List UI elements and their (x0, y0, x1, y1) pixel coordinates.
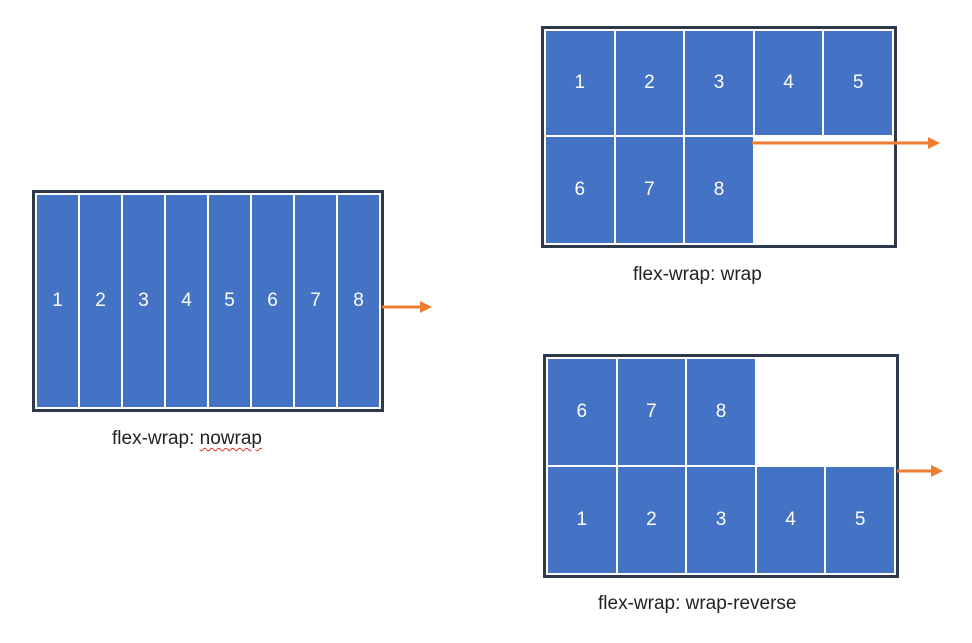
wrap-caption: flex-wrap: wrap (633, 264, 762, 285)
flex-item-nowrap-8: 8 (337, 194, 380, 408)
flex-item-nowrap-3: 3 (122, 194, 165, 408)
flex-item-wrap-row1-1: 1 (545, 30, 615, 136)
flex-item-wrap-reverse-bottom-1: 1 (547, 466, 617, 574)
flex-item-wrap-row2-8: 8 (684, 136, 754, 244)
flex-item-wrap-row1-2: 2 (614, 30, 685, 136)
nowrap-caption: flex-wrap: nowrap (112, 428, 262, 450)
wrap-reverse-overflow-arrow (897, 465, 943, 477)
flex-item-nowrap-2: 2 (79, 194, 122, 408)
flex-item-wrap-row1-3: 3 (684, 30, 754, 136)
nowrap-overflow-arrow (382, 301, 432, 313)
flex-item-wrap-row2-6: 6 (545, 136, 615, 244)
flex-item-wrap-reverse-bottom-5: 5 (825, 466, 895, 574)
nowrap-caption-value: nowrap (199, 428, 262, 449)
flex-item-wrap-row2-7: 7 (614, 136, 685, 244)
flex-item-wrap-reverse-top-8: 8 (686, 358, 756, 466)
nowrap-caption-prefix: flex-wrap: (112, 428, 200, 449)
flex-item-wrap-reverse-bottom-3: 3 (686, 466, 756, 574)
flex-item-nowrap-6: 6 (251, 194, 294, 408)
flex-item-wrap-reverse-bottom-4: 4 (755, 466, 826, 574)
flex-item-nowrap-1: 1 (36, 194, 79, 408)
flex-item-wrap-reverse-top-6: 6 (547, 358, 617, 466)
flex-item-wrap-row1-5: 5 (823, 30, 893, 136)
flex-item-wrap-reverse-top-7: 7 (616, 358, 687, 466)
flex-item-nowrap-7: 7 (294, 194, 337, 408)
flex-item-wrap-reverse-bottom-2: 2 (616, 466, 687, 574)
flex-item-nowrap-5: 5 (208, 194, 251, 408)
flex-item-nowrap-4: 4 (165, 194, 208, 408)
wrap-overflow-arrow (752, 137, 940, 149)
wrap-reverse-caption: flex-wrap: wrap-reverse (598, 593, 797, 614)
flex-item-wrap-row1-4: 4 (753, 30, 824, 136)
